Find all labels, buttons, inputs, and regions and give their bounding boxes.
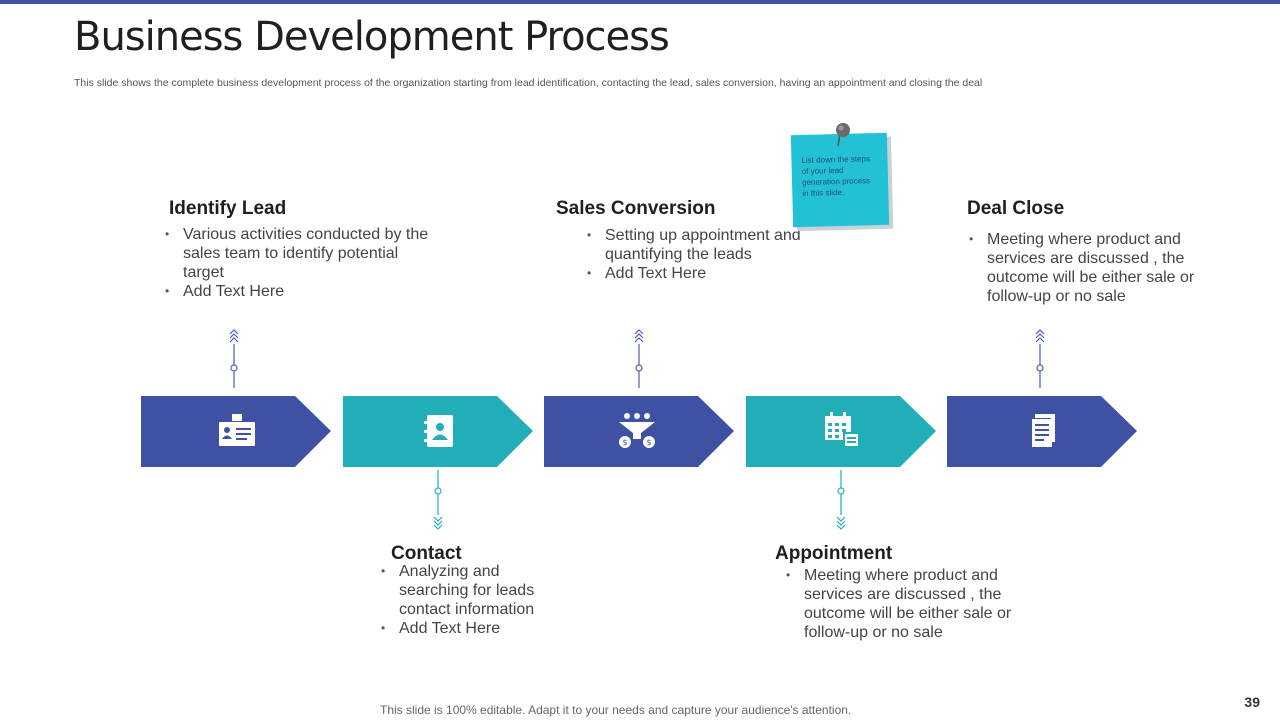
bullet-item: Analyzing and searching for leads contac… — [379, 562, 569, 619]
bullet-item: Add Text Here — [379, 619, 569, 638]
top-accent-bar — [0, 0, 1280, 4]
step-heading-contact: Contact — [391, 543, 462, 564]
connector-step-2 — [433, 470, 443, 530]
calendar-icon — [825, 412, 860, 448]
slide-subtitle: This slide shows the complete business d… — [74, 77, 983, 89]
document-icon — [1031, 414, 1055, 448]
step-heading-sales-conversion: Sales Conversion — [556, 198, 716, 219]
sticky-note-text: List down the steps of your lead generat… — [801, 154, 871, 198]
connector-step-1 — [229, 329, 239, 388]
connector-step-4 — [836, 470, 846, 530]
step-bullets-identify-lead: Various activities conducted by the sale… — [163, 225, 443, 301]
address-book-icon — [424, 415, 453, 447]
bullet-item: Setting up appointment and quantifying t… — [585, 226, 815, 264]
step-heading-identify-lead: Identify Lead — [169, 198, 287, 219]
step-bullets-contact: Analyzing and searching for leads contac… — [379, 562, 569, 638]
step-bullets-deal-close: Meeting where product and services are d… — [967, 230, 1229, 306]
bullet-item: Add Text Here — [585, 264, 815, 283]
slide-title: Business Development Process — [74, 14, 670, 60]
connector-step-3 — [634, 329, 644, 388]
page-number: 39 — [1244, 694, 1260, 710]
bullet-item: Meeting where product and services are d… — [784, 566, 1029, 642]
push-pin-icon — [836, 123, 850, 147]
id-card-icon — [219, 414, 255, 446]
bullet-item: Meeting where product and services are d… — [967, 230, 1229, 306]
svg-text:$: $ — [622, 438, 627, 447]
footer-note: This slide is 100% editable. Adapt it to… — [380, 703, 852, 717]
bullet-item: Various activities conducted by the sale… — [163, 225, 443, 282]
step-heading-appointment: Appointment — [775, 543, 893, 564]
svg-text:$: $ — [646, 438, 651, 447]
step-bullets-sales-conversion: Setting up appointment and quantifying t… — [585, 226, 815, 283]
step-bullets-appointment: Meeting where product and services are d… — [784, 566, 1029, 642]
step-heading-deal-close: Deal Close — [967, 198, 1065, 219]
bullet-item: Add Text Here — [163, 282, 443, 301]
connector-step-5 — [1035, 329, 1045, 388]
sales-funnel-icon: $ $ — [619, 413, 655, 448]
